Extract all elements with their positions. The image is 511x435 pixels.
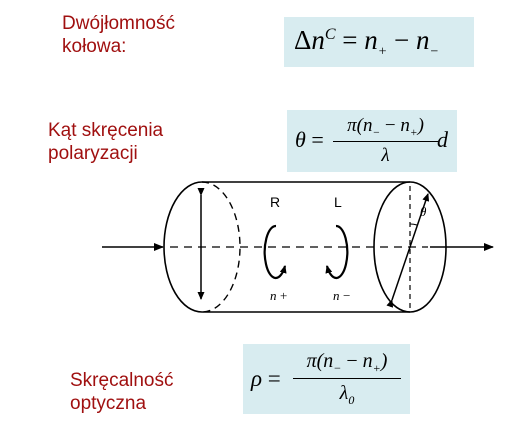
- n-minus-label: n −: [333, 288, 351, 303]
- right-circular-label: R: [270, 194, 280, 210]
- optical-activity-label-line1: Skręcalność: [70, 370, 174, 391]
- rotation-angle-formula: θ = π(n− − n+) λ d: [287, 110, 457, 172]
- rotation-angle-label-line1: Kąt skręcenia: [48, 120, 164, 141]
- output-polarization-arrow: [386, 193, 430, 308]
- cylinder-left-end-front: [163, 181, 203, 313]
- rotation-angle-label-line2: polaryzacji: [48, 143, 138, 164]
- birefringence-label: Dwójłomność kołowa:: [62, 12, 175, 58]
- cylinder-left-end-back: [201, 181, 241, 313]
- birefringence-formula: ΔnC = n+ − n−: [284, 17, 474, 67]
- optical-activity-label: Skręcalność optyczna: [70, 369, 174, 415]
- optical-activity-formula: ρ = π(n− − n+) λ0: [243, 344, 410, 414]
- right-circular-curve: [263, 224, 287, 280]
- rotation-angle-label: Kąt skręcenia polaryzacji: [48, 119, 163, 165]
- theta-arc: [409, 223, 418, 226]
- birefringence-label-line2: kołowa:: [62, 36, 127, 57]
- left-circular-label: L: [334, 194, 342, 210]
- n-plus-label: n +: [270, 288, 288, 303]
- birefringence-label-line1: Dwójłomność: [62, 13, 175, 34]
- left-circular-curve: [325, 224, 349, 280]
- optical-activity-label-line2: optyczna: [70, 393, 147, 414]
- theta-label: θ: [420, 204, 427, 219]
